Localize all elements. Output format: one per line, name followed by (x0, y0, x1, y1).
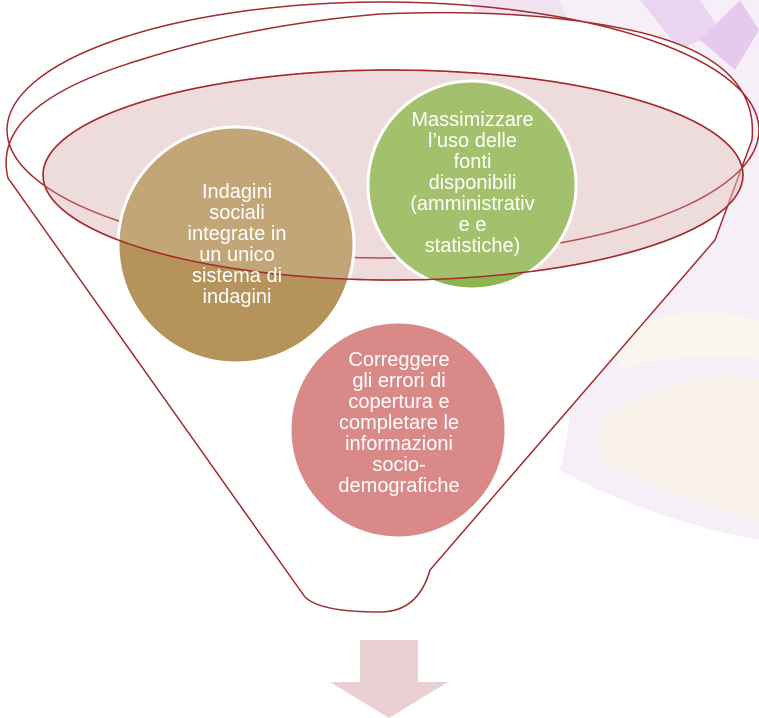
funnel-rim (6, 1, 759, 259)
circle-massimizzare (366, 79, 578, 291)
correggere-label: Correggere gli errori di copertura e com… (338, 348, 460, 497)
down-arrow-icon (330, 640, 448, 718)
massimizzare-label: Massimizzare l’uso delle fonti disponibi… (410, 108, 535, 257)
circle-correggere (288, 320, 508, 540)
indagini-label: Indagini sociali integrate in un unico s… (187, 181, 287, 308)
circle-indagini (116, 125, 356, 365)
band-overlay (42, 69, 744, 281)
